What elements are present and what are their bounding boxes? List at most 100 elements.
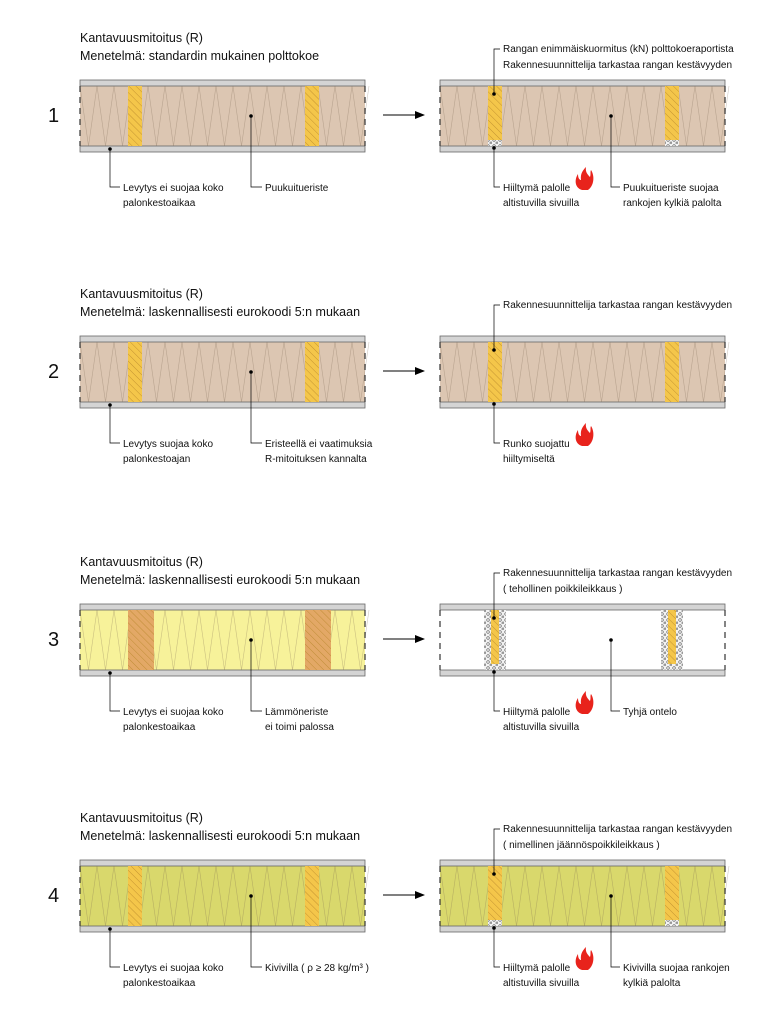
right-top-label: Rangan enimmäiskuormitus (kN) polttokoer… (503, 44, 734, 55)
timber-stud (665, 342, 679, 402)
bottom-board (439, 925, 726, 933)
insulation-layer (439, 865, 730, 927)
leader-line (493, 304, 500, 350)
right-label-stud: altistuvilla sivuilla (503, 198, 580, 209)
leader-line (493, 572, 500, 618)
timber-stud (484, 610, 506, 670)
timber-stud (128, 610, 154, 670)
panel-title: Kantavuusmitoitus (R) (80, 31, 203, 45)
timber-stud (661, 610, 683, 670)
bottom-board (439, 401, 726, 409)
top-board (439, 335, 726, 343)
stud-hatch (128, 86, 142, 146)
left-label-sheathing: palonkestoaikaa (123, 198, 196, 209)
panel-number: 4 (48, 885, 59, 907)
stud-hatch (305, 86, 319, 146)
timber-stud (305, 866, 319, 926)
flame-icon (575, 947, 594, 970)
panel-method: Menetelmä: standardin mukainen polttokoe (80, 49, 319, 63)
left-label-sheathing: Levytys ei suojaa koko (123, 183, 224, 194)
right-top-label: ( nimellinen jäännöspoikkileikkaus ) (503, 840, 660, 851)
top-board (79, 603, 366, 611)
timber-stud (128, 866, 142, 926)
flame-icon (575, 167, 594, 190)
panel-method: Menetelmä: laskennallisesti eurokoodi 5:… (80, 305, 360, 319)
top-board (79, 335, 366, 343)
right-label-cavity: Kivivilla suojaa rankojen (623, 963, 730, 974)
right-label-stud: hiiltymiseltä (503, 454, 555, 465)
right-label-cavity: rankojen kylkiä palolta (623, 198, 722, 209)
stud-hatch (305, 866, 319, 926)
bottom-board (79, 669, 366, 677)
left-label-insulation: Kivivilla ( ρ ≥ 28 kg/m³ ) (265, 963, 369, 974)
right-label-stud: Hiiltymä palolle (503, 183, 571, 194)
flame-shape (575, 947, 594, 970)
left-label-sheathing: palonkestoajan (123, 454, 190, 465)
stud-hatch (488, 866, 502, 926)
leader-line (493, 928, 500, 968)
stud-hatch (305, 610, 331, 670)
left-label-sheathing: palonkestoaikaa (123, 722, 196, 733)
leader-line (493, 148, 500, 188)
top-board (439, 859, 726, 867)
insulation-layer (79, 85, 370, 147)
timber-stud (488, 342, 502, 402)
leader-line (250, 372, 262, 444)
right-label-stud: Runko suojattu (503, 439, 570, 450)
flame-icon (575, 423, 594, 446)
leader-line (250, 896, 262, 968)
flame-shape (575, 423, 594, 446)
timber-stud (305, 342, 319, 402)
right-top-label: Rakennesuunnittelija tarkastaa rangan ke… (503, 300, 732, 311)
right-label-cavity: Puukuitueriste suojaa (623, 183, 719, 194)
right-label-stud: altistuvilla sivuilla (503, 722, 580, 733)
timber-stud (488, 866, 502, 926)
flame-shape (575, 167, 594, 190)
right-top-label: Rakennesuunnittelija tarkastaa rangan ke… (503, 824, 732, 835)
char-layer (488, 140, 502, 146)
left-label-sheathing: Levytys ei suojaa koko (123, 707, 224, 718)
timber-stud (128, 86, 142, 146)
leader-line (610, 896, 620, 968)
top-board (439, 603, 726, 611)
timber-stud (128, 342, 142, 402)
char-layer (488, 920, 502, 926)
stud-hatch (305, 342, 319, 402)
right-label-stud: Hiiltymä palolle (503, 707, 571, 718)
right-label-stud: altistuvilla sivuilla (503, 978, 580, 989)
stud-hatch (665, 342, 679, 402)
panel-method: Menetelmä: laskennallisesti eurokoodi 5:… (80, 829, 360, 843)
panel-4: 4 Kantavuusmitoitus (R) Menetelmä: laskenn… (48, 811, 732, 989)
bottom-board (79, 401, 366, 409)
right-label-cavity: Tyhjä ontelo (623, 707, 677, 718)
panel-title: Kantavuusmitoitus (R) (80, 811, 203, 825)
leader-line (109, 405, 120, 444)
char-layer (665, 920, 679, 926)
right-label-cavity: kylkiä palolta (623, 978, 681, 989)
char-layer (665, 140, 679, 146)
panel-number: 1 (48, 105, 59, 127)
stud-hatch (665, 86, 679, 146)
panel-title: Kantavuusmitoitus (R) (80, 287, 203, 301)
left-label-insulation: Eristeellä ei vaatimuksia (265, 439, 373, 450)
insulation-layer (439, 85, 730, 147)
bottom-board (439, 669, 726, 677)
leader-line (109, 673, 120, 712)
stud-hatch (128, 342, 142, 402)
panel-title: Kantavuusmitoitus (R) (80, 555, 203, 569)
stud-hatch (491, 610, 499, 664)
leader-line (109, 149, 120, 188)
leader-line (493, 828, 500, 874)
insulation-layer (439, 341, 730, 403)
timber-stud (488, 86, 502, 146)
panel-number: 3 (48, 629, 59, 651)
timber-stud (665, 86, 679, 146)
left-label-insulation: Lämmöneriste (265, 707, 329, 718)
leader-line (250, 640, 262, 712)
stud-hatch (665, 866, 679, 926)
leader-line (493, 48, 500, 94)
panel-1: 1 Kantavuusmitoitus (R) Menetelmä: standar… (48, 31, 734, 209)
